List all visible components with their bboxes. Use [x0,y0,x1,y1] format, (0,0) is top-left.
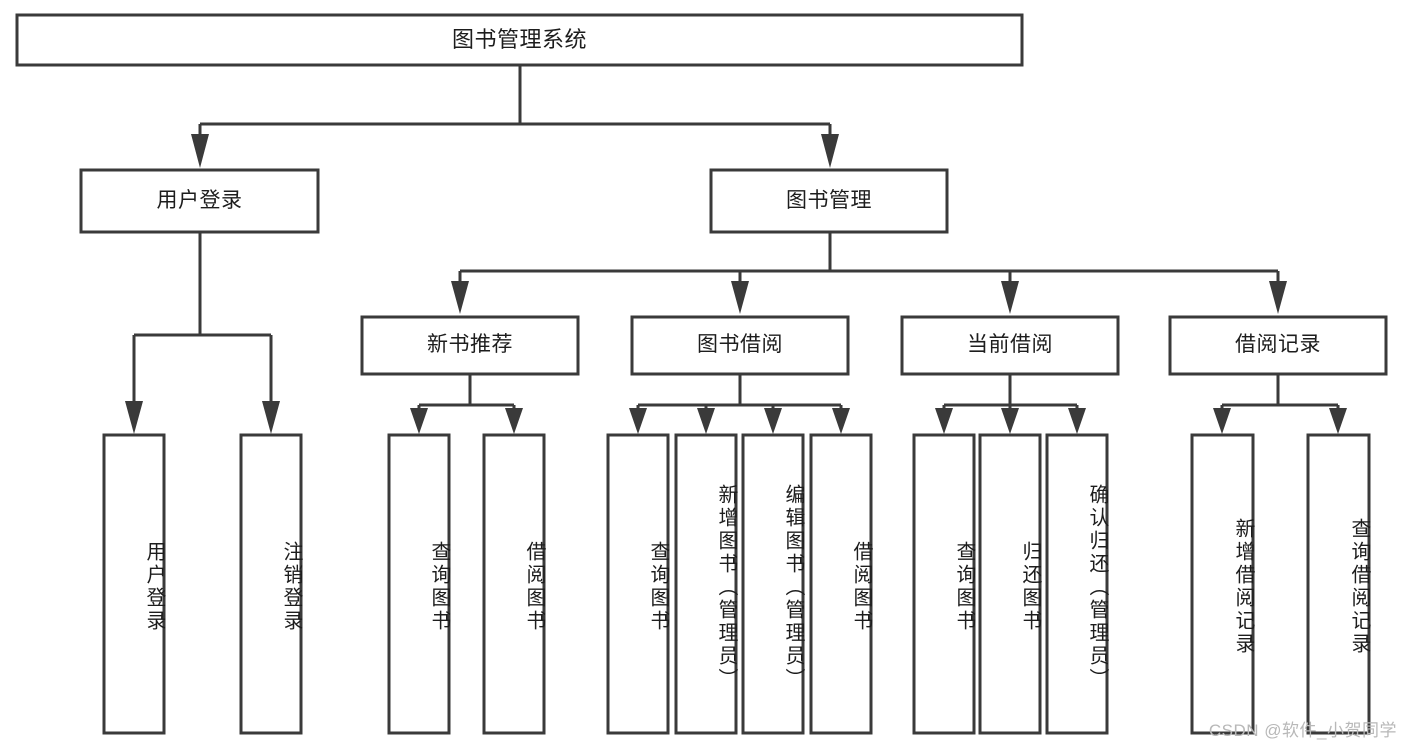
leaf-box-borrow-record-2[interactable] [1306,433,1371,735]
arrow-current-borrow-leaf-3 [1068,408,1086,434]
arrow-borrow-record-leaf-1 [1213,408,1231,434]
leaf-box-user-login-1[interactable] [102,433,166,735]
node-current-borrow-box[interactable] [900,315,1120,376]
node-book-manage-box[interactable] [709,168,949,234]
node-borrow-record-box[interactable] [1168,315,1388,376]
leaf-box-book-borrow-4[interactable] [809,433,873,735]
arrow-book-borrow-leaf-4 [832,408,850,434]
arrow-user-login-leaf-1 [125,401,143,434]
node-user-login-box[interactable] [79,168,320,234]
arrow-book-manage-to-book-borrow [731,281,749,314]
arrow-current-borrow-leaf-1 [935,408,953,434]
leaf-box-borrow-record-1[interactable] [1190,433,1255,735]
arrow-new-book-leaf-1 [410,408,428,434]
leaf-box-new-book-1[interactable] [387,433,451,735]
arrow-book-manage-to-current-borrow [1001,281,1019,314]
arrow-borrow-record-leaf-2 [1329,408,1347,434]
leaf-box-book-borrow-1[interactable] [606,433,670,735]
leaf-box-book-borrow-2[interactable] [674,433,738,735]
arrow-book-borrow-leaf-1 [629,408,647,434]
leaf-box-current-borrow-2[interactable] [978,433,1042,735]
arrow-root-to-book-manage [821,134,839,168]
leaf-box-new-book-2[interactable] [482,433,546,735]
leaf-box-book-borrow-3[interactable] [741,433,805,735]
leaf-box-user-login-2[interactable] [239,433,303,735]
arrow-book-manage-to-new-book [451,281,469,314]
arrow-current-borrow-leaf-2 [1001,408,1019,434]
node-new-book-box[interactable] [360,315,580,376]
node-root-box[interactable] [15,13,1024,67]
node-book-borrow-box[interactable] [630,315,850,376]
arrow-book-manage-to-borrow-record [1269,281,1287,314]
arrow-book-borrow-leaf-3 [764,408,782,434]
arrow-new-book-leaf-2 [505,408,523,434]
arrow-root-to-user-login [191,134,209,168]
arrow-user-login-leaf-2 [262,401,280,434]
leaf-box-current-borrow-3[interactable] [1045,433,1109,735]
leaf-box-current-borrow-1[interactable] [912,433,976,735]
arrow-book-borrow-leaf-2 [697,408,715,434]
